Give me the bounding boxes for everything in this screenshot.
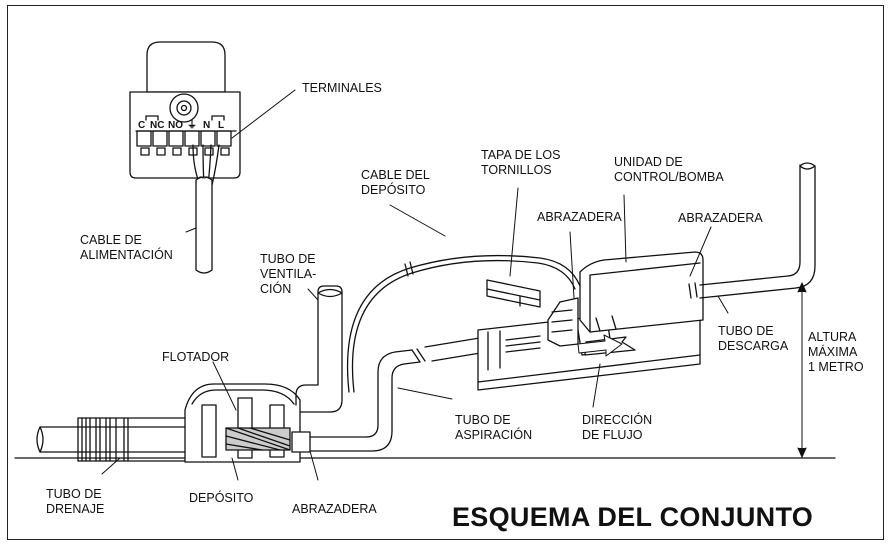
label-cable-deposito: CABLE DEL DEPÓSITO (361, 168, 430, 197)
diagram-frame (7, 5, 884, 540)
label-cable-alimentacion: CABLE DE ALIMENTACIÓN (80, 233, 173, 262)
terminal-letter-c: C (138, 120, 145, 131)
label-deposito: DEPÓSITO (189, 491, 254, 505)
reservoir-illustration (184, 383, 311, 463)
label-tubo-ventilacion: TUBO DE VENTILA- CIÓN (260, 252, 317, 296)
label-unidad-control: UNIDAD DE CONTROL/BOMBA (614, 155, 724, 184)
terminal-letters: C NC NO ⏚ N L (138, 119, 224, 131)
label-tubo-descarga: TUBO DE DESCARGA (718, 324, 789, 353)
label-abrazadera-3: ABRAZADERA (292, 502, 377, 516)
label-abrazadera-2: ABRAZADERA (678, 211, 763, 225)
label-tubo-drenaje: TUBO DE DRENAJE (46, 487, 105, 516)
height-dimension (797, 282, 807, 458)
leader-lines (101, 89, 729, 481)
label-tapa-tornillos: TAPA DE LOS TORNILLOS (481, 148, 561, 177)
label-direccion-flujo: DIRECCIÓN DE FLUJO (582, 413, 653, 442)
vent-tube-illustration (295, 285, 343, 413)
terminal-letter-no: NO (168, 120, 183, 131)
label-flotador: FLOTADOR (162, 350, 230, 364)
terminal-letter-l: L (218, 120, 224, 131)
terminal-block-illustration (129, 41, 241, 274)
terminal-letter-n: N (203, 120, 210, 131)
label-tubo-aspiracion: TUBO DE ASPIRACIÓN (455, 413, 533, 442)
drain-pipe-illustration (36, 417, 201, 462)
diagram-title: ESQUEMA DEL CONJUNTO (452, 502, 814, 532)
reservoir-cable-illustration (346, 254, 581, 393)
flow-direction-arrow (577, 334, 623, 357)
label-altura-maxima: ALTURA MÁXIMA 1 METRO (808, 330, 864, 374)
discharge-tube-illustration (688, 162, 816, 299)
label-terminales: TERMINALES (302, 81, 382, 95)
pump-unit-illustration (477, 251, 704, 391)
terminal-letter-earth: ⏚ (187, 119, 197, 131)
screw-cover-illustration (486, 279, 541, 308)
terminal-letter-nc: NC (150, 120, 164, 131)
label-abrazadera-1: ABRAZADERA (537, 210, 622, 224)
